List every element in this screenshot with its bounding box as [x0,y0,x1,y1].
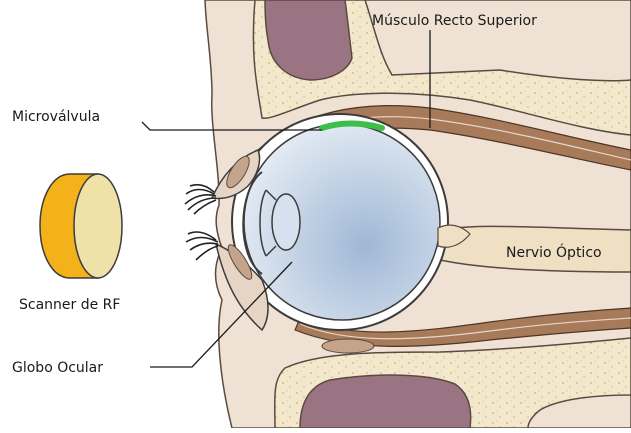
inferior-oblique-muscle [322,339,374,353]
lower-eyelashes [186,232,218,260]
eyeball-label: Globo Ocular [12,360,103,376]
superior-rectus-label: Músculo Recto Superior [372,13,537,29]
rf-scanner-disc-icon [40,174,122,278]
scanner-label: Scanner de RF [19,297,120,313]
microvalve-label: Microválvula [12,109,100,125]
lens [272,194,300,250]
lower-sinus [300,375,471,428]
optic-nerve-label: Nervio Óptico [506,243,602,261]
upper-eyelashes [185,185,216,214]
